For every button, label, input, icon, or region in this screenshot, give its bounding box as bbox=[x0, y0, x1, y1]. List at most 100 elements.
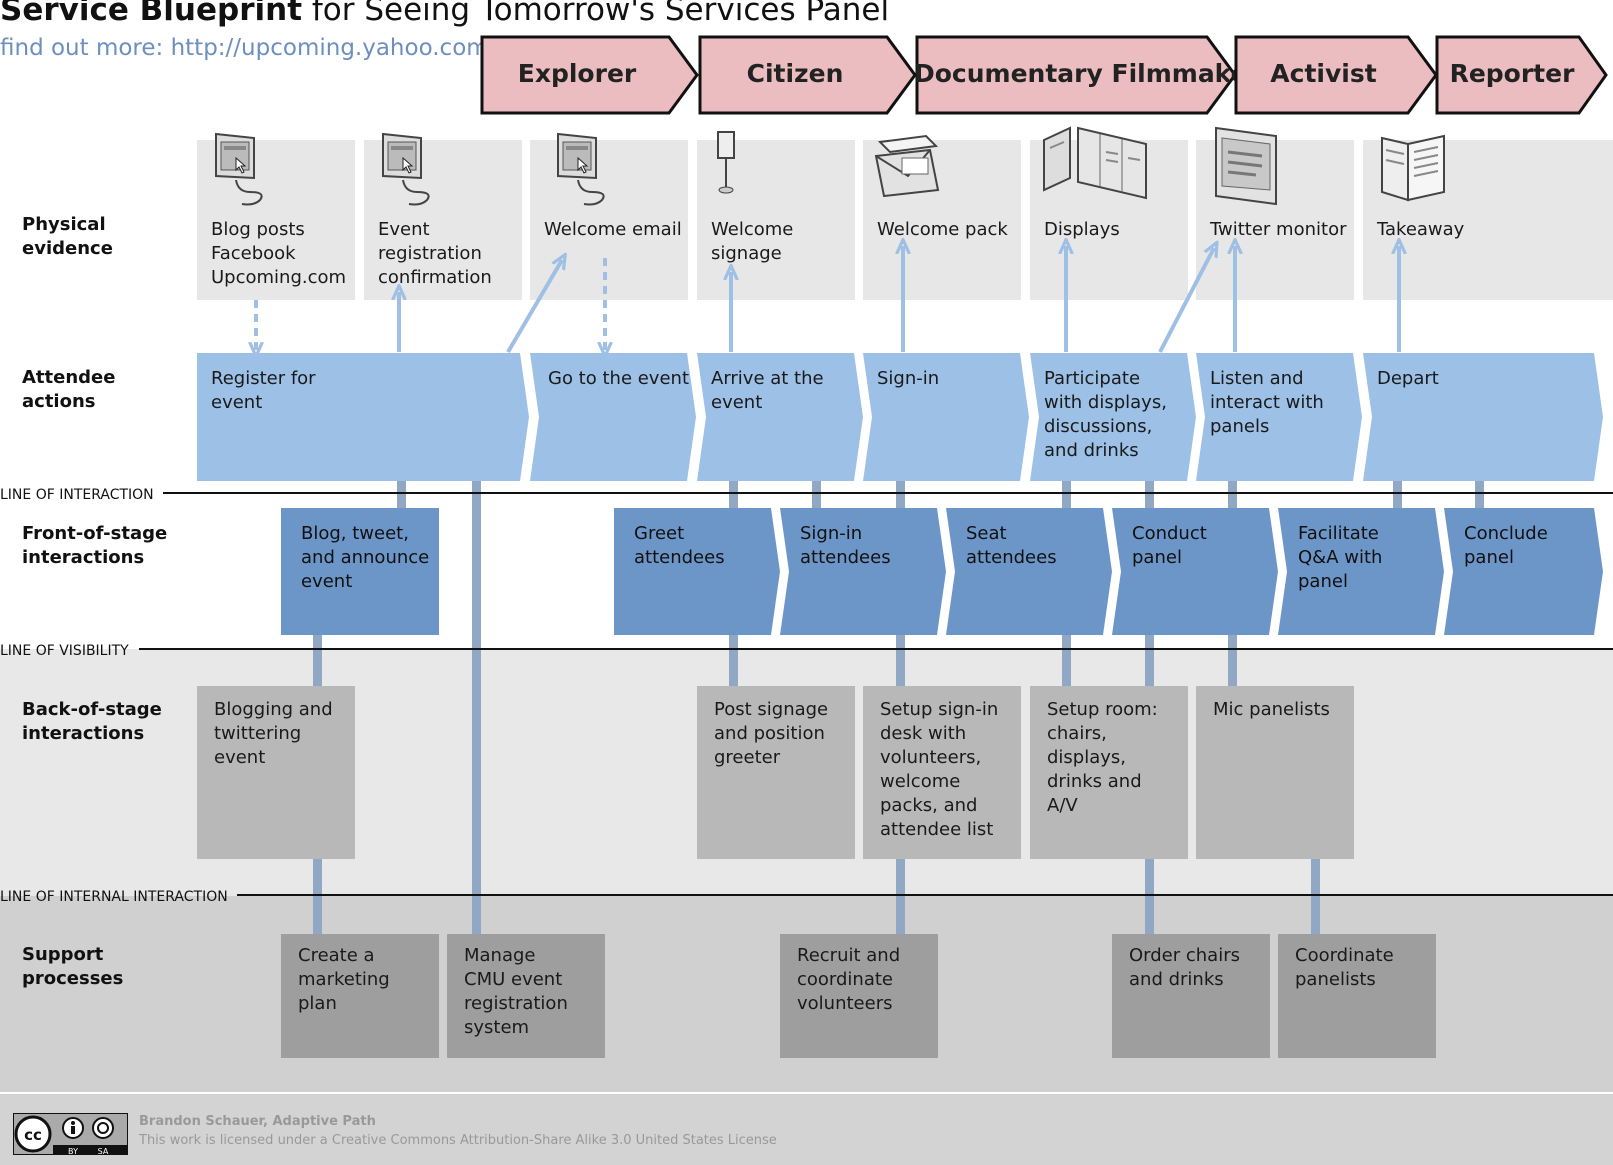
evidence-text: Welcome signage bbox=[711, 219, 794, 264]
attendee-action-text: Register for event bbox=[211, 368, 316, 413]
connector-line bbox=[397, 470, 406, 510]
creative-commons-by-sa-icon[interactable]: cc BY SA bbox=[13, 1113, 128, 1155]
back-stage-text: Blogging and twittering event bbox=[214, 699, 333, 768]
persona-documentary-filmmaker: Documentary Filmmaker bbox=[914, 34, 1260, 118]
computer-icon bbox=[382, 132, 430, 206]
connector-line bbox=[1475, 470, 1484, 510]
front-stage-text: Conclude panel bbox=[1464, 523, 1548, 568]
row-label-support-processes: Support processes bbox=[22, 944, 124, 989]
attendee-action-card: Register for event bbox=[197, 353, 529, 481]
front-stage-card: Seat attendees bbox=[946, 508, 1112, 635]
support-process-text: Create a marketing plan bbox=[298, 945, 390, 1014]
front-stage-card: Facilitate Q&A with panel bbox=[1278, 508, 1444, 635]
subtitle-link[interactable]: find out more: http://upcoming.yahoo.com… bbox=[0, 35, 497, 61]
row-label-physical-evidence: Physical evidence bbox=[22, 214, 113, 259]
envelope-pack-icon bbox=[874, 134, 940, 198]
front-stage-text: Greet attendees bbox=[634, 523, 725, 568]
line-of-visibility-label: LINE OF VISIBILITY bbox=[0, 643, 129, 659]
svg-text:BY: BY bbox=[68, 1147, 78, 1155]
evidence-text: Welcome email bbox=[544, 219, 682, 240]
persona-explorer: Explorer bbox=[479, 34, 701, 118]
computer-icon bbox=[557, 132, 605, 206]
row-label-attendee-actions: Attendee actions bbox=[22, 367, 116, 412]
connector-line bbox=[472, 470, 481, 1045]
evidence-text: Event registration confirmation bbox=[378, 219, 492, 288]
front-stage-card: Conclude panel bbox=[1444, 508, 1603, 635]
attendee-action-text: Go to the event bbox=[548, 368, 690, 389]
attendee-action-card: Sign-in bbox=[863, 353, 1029, 481]
line-of-interaction-label: LINE OF INTERACTION bbox=[0, 487, 154, 503]
support-process-card: Manage CMU event registration system bbox=[447, 934, 605, 1058]
connector-line bbox=[1393, 470, 1402, 510]
page-title: Service Blueprint for Seeing Tomorrow's … bbox=[0, 0, 890, 28]
connector-line bbox=[729, 630, 738, 690]
signpost-icon bbox=[717, 131, 735, 194]
back-stage-card: Mic panelists bbox=[1196, 686, 1354, 859]
attendee-action-text: Participate with displays, discussions, … bbox=[1044, 368, 1167, 461]
row-label-back-of-stage: Back-of-stage interactions bbox=[22, 699, 162, 744]
connector-line bbox=[729, 470, 738, 510]
evidence-text: Takeaway bbox=[1377, 219, 1465, 240]
monitor-icon bbox=[1215, 126, 1277, 206]
connector-line bbox=[1228, 470, 1237, 510]
support-process-text: Coordinate panelists bbox=[1295, 945, 1394, 990]
front-stage-card: Blog, tweet, and announce event bbox=[281, 508, 439, 635]
support-process-text: Recruit and coordinate volunteers bbox=[797, 945, 901, 1014]
evidence-text: Blog posts Facebook Upcoming.com bbox=[211, 219, 347, 288]
support-process-card: Coordinate panelists bbox=[1278, 934, 1436, 1058]
back-stage-text: Mic panelists bbox=[1213, 699, 1330, 720]
evidence-text: Displays bbox=[1044, 219, 1120, 240]
back-stage-card: Blogging and twittering event bbox=[197, 686, 355, 859]
footer bbox=[0, 1094, 1613, 1165]
booklet-icon bbox=[1381, 134, 1445, 202]
attendee-action-text: Listen and interact with panels bbox=[1210, 368, 1324, 437]
attendee-action-text: Arrive at the event bbox=[711, 368, 824, 413]
connector-line bbox=[812, 470, 821, 510]
persona-citizen: Citizen bbox=[697, 34, 919, 118]
back-stage-text: Setup sign-in desk with volunteers, welc… bbox=[880, 699, 999, 840]
support-process-text: Manage CMU event registration system bbox=[464, 945, 568, 1038]
front-stage-card: Sign-in attendees bbox=[780, 508, 946, 635]
arrows-overlay bbox=[0, 0, 1613, 360]
front-stage-text: Conduct panel bbox=[1132, 523, 1207, 568]
line-of-internal-interaction bbox=[237, 894, 1613, 896]
back-stage-card: Setup sign-in desk with volunteers, welc… bbox=[863, 686, 1021, 859]
attendee-action-text: Sign-in bbox=[877, 368, 940, 389]
front-stage-text: Blog, tweet, and announce event bbox=[301, 523, 430, 592]
author-credit: Brandon Schauer, Adaptive Path bbox=[139, 1114, 376, 1129]
display-panels-icon bbox=[1043, 126, 1147, 200]
front-stage-text: Seat attendees bbox=[966, 523, 1057, 568]
front-stage-text: Sign-in attendees bbox=[800, 523, 891, 568]
front-stage-text: Facilitate Q&A with panel bbox=[1298, 523, 1383, 592]
attendee-action-card: Go to the event bbox=[530, 353, 696, 481]
connector-line bbox=[1228, 630, 1237, 690]
support-process-card: Order chairs and drinks bbox=[1112, 934, 1270, 1058]
svg-text:SA: SA bbox=[98, 1147, 109, 1155]
row-label-front-of-stage: Front-of-stage interactions bbox=[22, 523, 168, 568]
attendee-action-card: Depart bbox=[1363, 353, 1603, 481]
line-of-internal-interaction-label: LINE OF INTERNAL INTERACTION bbox=[0, 889, 228, 905]
front-stage-card: Greet attendees bbox=[614, 508, 780, 635]
attendee-action-text: Depart bbox=[1377, 368, 1439, 389]
back-stage-text: Post signage and position greeter bbox=[714, 699, 829, 768]
evidence-text: Welcome pack bbox=[877, 219, 1008, 240]
line-of-interaction bbox=[163, 492, 1613, 494]
connector-line bbox=[1145, 470, 1154, 510]
connector-line bbox=[896, 470, 905, 510]
attendee-action-card: Participate with displays, discussions, … bbox=[1030, 353, 1196, 481]
svg-text:cc: cc bbox=[24, 1126, 42, 1144]
back-stage-text: Setup room: chairs, displays, drinks and… bbox=[1047, 699, 1158, 816]
attendee-action-card: Arrive at the event bbox=[697, 353, 863, 481]
line-of-visibility bbox=[139, 648, 1613, 650]
attendee-action-card: Listen and interact with panels bbox=[1196, 353, 1362, 481]
front-stage-card: Conduct panel bbox=[1112, 508, 1278, 635]
persona-activist: Activist bbox=[1233, 34, 1440, 118]
license-text[interactable]: This work is licensed under a Creative C… bbox=[139, 1133, 777, 1148]
back-stage-card: Setup room: chairs, displays, drinks and… bbox=[1030, 686, 1188, 859]
support-process-card: Create a marketing plan bbox=[281, 934, 439, 1058]
support-process-text: Order chairs and drinks bbox=[1129, 945, 1240, 990]
persona-reporter: Reporter bbox=[1434, 34, 1610, 118]
connector-line bbox=[1062, 470, 1071, 510]
computer-icon bbox=[215, 132, 263, 206]
back-stage-card: Post signage and position greeter bbox=[697, 686, 855, 859]
